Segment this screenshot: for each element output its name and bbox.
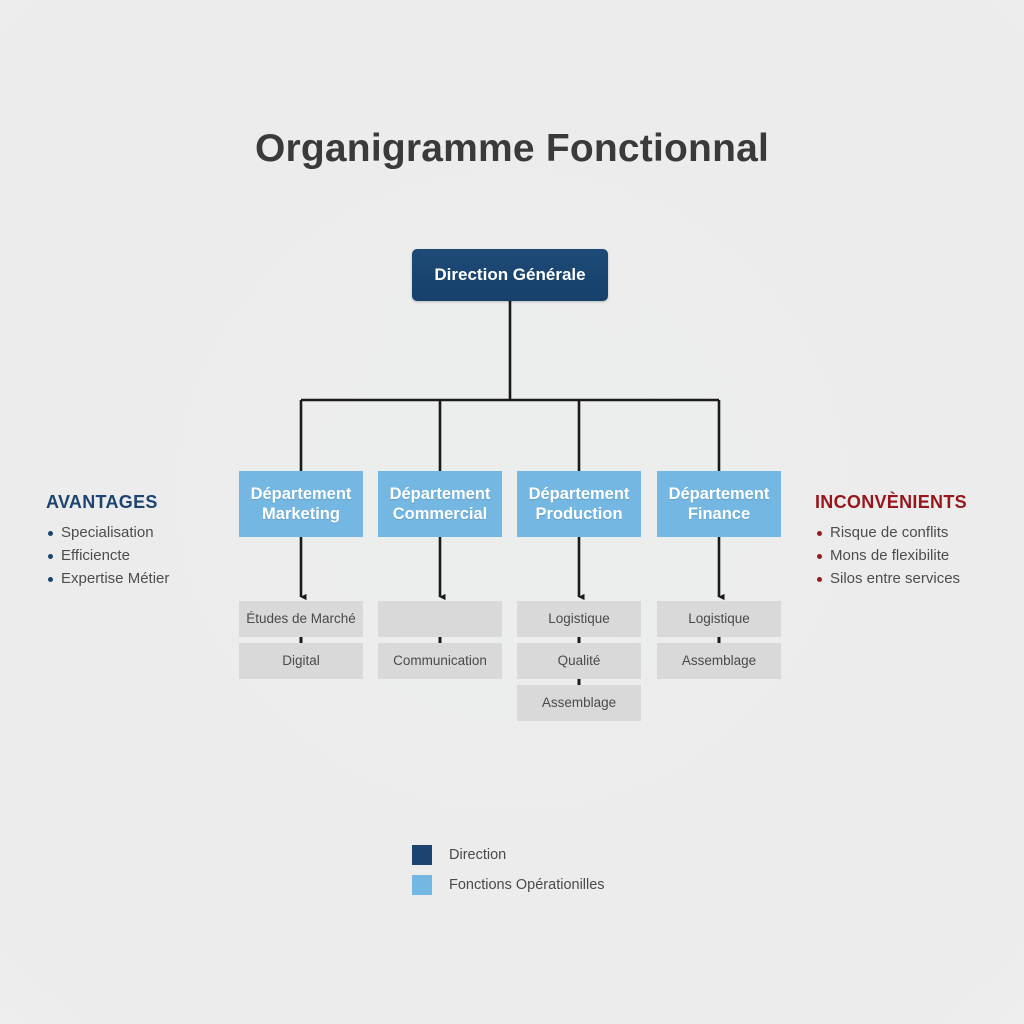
list-item: Specialisation bbox=[46, 522, 261, 545]
list-item: Expertise Métier bbox=[46, 568, 261, 591]
list-item: Risque de conflits bbox=[815, 522, 1024, 545]
node-departement-marketing[interactable]: Département Marketing bbox=[239, 471, 363, 537]
node-departement-finance[interactable]: Département Finance bbox=[657, 471, 781, 537]
legend: Direction Fonctions Opérationilles bbox=[412, 840, 605, 900]
node-departement-commercial[interactable]: Département Commercial bbox=[378, 471, 502, 537]
subnode-commercial-empty[interactable] bbox=[378, 601, 502, 637]
inconvenients-heading: INCONVÈNIENTS bbox=[815, 492, 967, 512]
subnode-marketing-digital[interactable]: Digital bbox=[239, 643, 363, 679]
list-item: Silos entre services bbox=[815, 568, 1024, 591]
subnode-commercial-communication[interactable]: Communication bbox=[378, 643, 502, 679]
subnode-finance-assemblage[interactable]: Assemblage bbox=[657, 643, 781, 679]
subnode-marketing-etudes-de-marche[interactable]: Études de Marché bbox=[239, 601, 363, 637]
page-title: Organigramme Fonctionnal bbox=[254, 127, 770, 170]
avantages-list: Specialisation Efficiencte Expertise Mét… bbox=[46, 522, 261, 590]
avantages-panel: AVANTAGES Specialisation Efficiencte Exp… bbox=[46, 492, 261, 590]
inconvenients-list: Risque de conflits Mons de flexibilite S… bbox=[815, 522, 1024, 590]
legend-label-fonctions-operationilles: Fonctions Opérationilles bbox=[449, 877, 605, 893]
list-item: Mons de flexibilite bbox=[815, 545, 1024, 568]
subnode-production-assemblage[interactable]: Assemblage bbox=[517, 685, 641, 721]
legend-swatch-direction bbox=[412, 845, 432, 865]
list-item: Efficiencte bbox=[46, 545, 261, 568]
subnode-finance-logistique[interactable]: Logistique bbox=[657, 601, 781, 637]
legend-swatch-fonctions-operationilles bbox=[412, 875, 432, 895]
legend-item-fonctions-operationilles: Fonctions Opérationilles bbox=[412, 870, 605, 900]
node-departement-production[interactable]: Département Production bbox=[517, 471, 641, 537]
inconvenients-panel: INCONVÈNIENTS Risque de conflits Mons de… bbox=[815, 492, 1024, 590]
subnode-production-logistique[interactable]: Logistique bbox=[517, 601, 641, 637]
subnode-production-qualite[interactable]: Qualité bbox=[517, 643, 641, 679]
legend-label-direction: Direction bbox=[449, 847, 507, 863]
legend-item-direction: Direction bbox=[412, 840, 605, 870]
node-direction-generale[interactable]: Direction Générale bbox=[412, 249, 608, 301]
avantages-heading: AVANTAGES bbox=[46, 492, 158, 512]
